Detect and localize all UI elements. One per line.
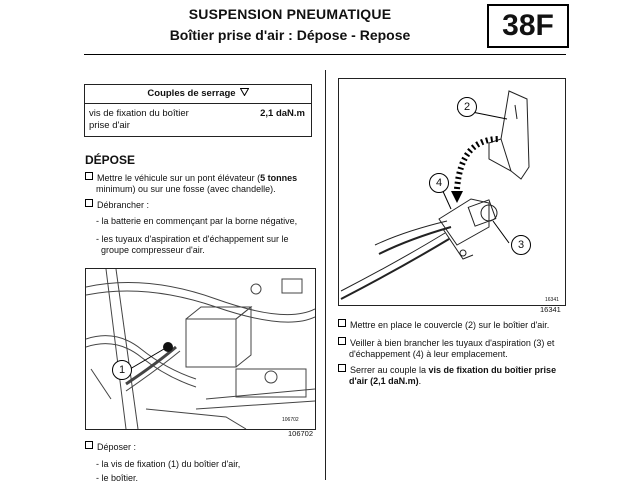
figure-left-small-number: 106702 [282, 417, 299, 423]
step1-text-b: minimum) ou sur une fosse (avec chandell… [96, 184, 276, 194]
figure-left-number: 106702 [288, 429, 314, 438]
assembly-arrow-icon [454, 136, 500, 190]
page-title: SUSPENSION PNEUMATIQUE [188, 6, 392, 22]
depose-step-3-sub-1: - la vis de fixation (1) du boîtier d'ai… [96, 459, 241, 469]
torque-table: Couples de serrage vis de fixation du bo… [84, 84, 312, 137]
checkbox-bullet-icon [338, 337, 346, 345]
repose-item-2: Veiller à bien brancher les tuyaux d'asp… [338, 337, 554, 360]
depose-step-2-sub-1: - la batterie en commençant par la borne… [96, 216, 298, 226]
figure-left-drawing [86, 269, 315, 429]
depose-heading: DÉPOSE [85, 153, 136, 167]
repose-item2-a: Veiller à bien brancher les tuyaux d'asp… [350, 338, 555, 348]
step2-sub2-a: - les tuyaux d'aspiration et d'échappeme… [96, 234, 289, 244]
step2-text: Débrancher : [97, 200, 150, 210]
torque-table-header: Couples de serrage [85, 85, 311, 104]
step1-text-a: Mettre le véhicule sur un pont élévateur… [97, 173, 261, 183]
torque-item-line1: vis de fixation du boîtier [89, 108, 189, 119]
depose-step-2: Débrancher : [85, 199, 149, 211]
step2-sub2-b: groupe compresseur d'air. [101, 245, 205, 255]
repose-item3-a: Serrer au couple la [350, 365, 429, 375]
repose-item3-bold1: vis de fixation du boîtier prise [428, 365, 557, 375]
checkbox-bullet-icon [85, 199, 93, 207]
depose-step-2-sub-2: - les tuyaux d'aspiration et d'échappeme… [96, 234, 289, 256]
section-code-badge: 38F [487, 4, 569, 48]
header-divider [84, 54, 566, 55]
figure-right-small-number: 16341 [545, 297, 559, 303]
figure-air-box-location: 1 106702 [85, 268, 316, 430]
torque-item-line2: prise d'air [89, 120, 130, 131]
step1-text-bold: 5 tonnes [260, 173, 298, 183]
repose-item3-end: . [418, 376, 422, 386]
checkbox-bullet-icon [338, 319, 346, 327]
figure-air-box-assembly: 2 4 3 16341 [338, 78, 566, 306]
repose-item1-text: Mettre en place le couvercle (2) sur le … [350, 320, 550, 330]
page-subtitle: Boîtier prise d'air : Dépose - Repose [169, 27, 411, 43]
step3-text: Déposer : [97, 442, 137, 452]
torque-table-heading: Couples de serrage [147, 88, 236, 99]
depose-step-3: Déposer : [85, 441, 136, 453]
callout-2: 2 [457, 97, 477, 117]
callout-4: 4 [429, 173, 449, 193]
callout-1: 1 [112, 360, 132, 380]
repose-item-1: Mettre en place le couvercle (2) sur le … [338, 319, 549, 331]
repose-item3-bold2: d'air (2,1 daN.m) [349, 376, 419, 386]
column-divider [325, 70, 326, 480]
arrow-head-icon [451, 191, 463, 203]
torque-value: 2,1 daN.m [260, 108, 305, 119]
depose-step-1: Mettre le véhicule sur un pont élévateur… [85, 172, 315, 195]
checkbox-bullet-icon [338, 364, 346, 372]
repose-item2-b: d'échappement (4) à leur emplacement. [349, 349, 508, 359]
screw-1-marker [163, 342, 173, 352]
callout-3: 3 [511, 235, 531, 255]
depose-step-3-sub-2: - le boîtier. [96, 473, 139, 483]
checkbox-bullet-icon [85, 441, 93, 449]
checkbox-bullet-icon [85, 172, 93, 180]
repose-item-3: Serrer au couple la vis de fixation du b… [338, 364, 556, 387]
torque-symbol-icon [239, 85, 249, 103]
figure-right-drawing [340, 90, 530, 300]
torque-item: vis de fixation du boîtier prise d'air [89, 108, 209, 132]
figure-right-number: 16341 [540, 305, 561, 314]
